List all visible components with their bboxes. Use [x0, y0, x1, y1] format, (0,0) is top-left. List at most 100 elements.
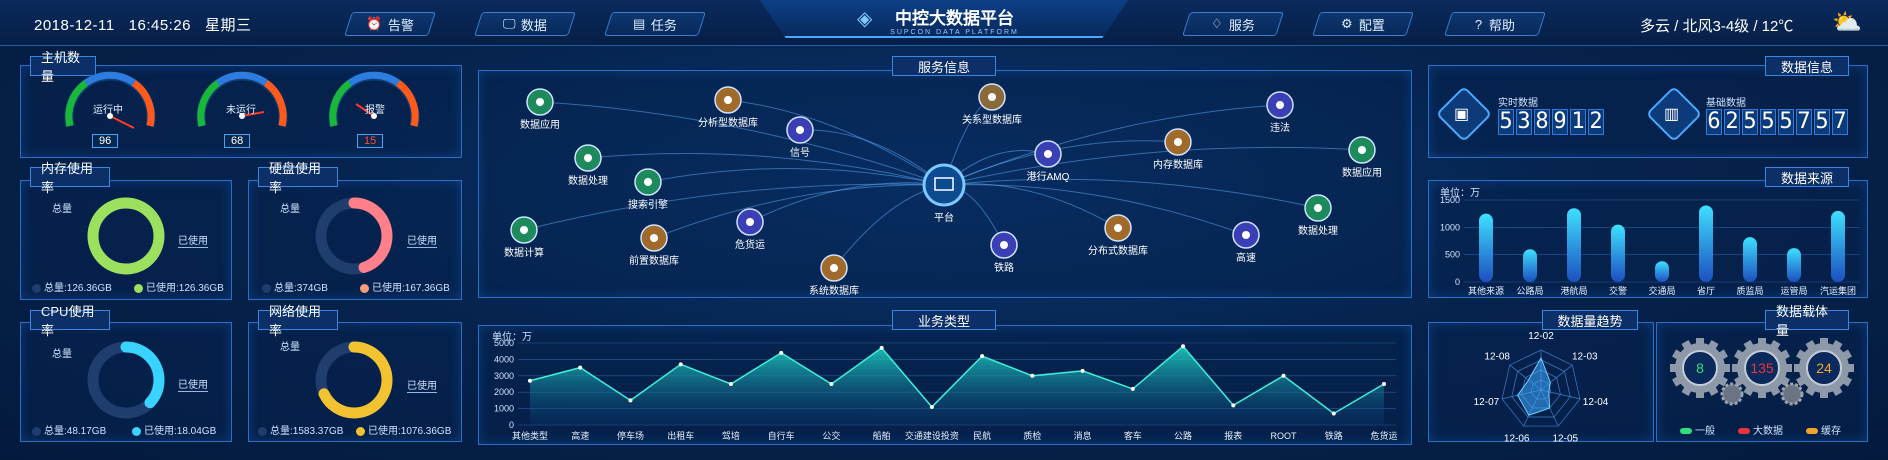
source-title: 数据来源	[1765, 167, 1849, 187]
x-label-12: 客车	[1124, 430, 1142, 441]
help-button[interactable]: ?帮助	[1444, 12, 1546, 36]
bar-y-tick-2: 500	[1445, 250, 1460, 260]
data-button[interactable]: 🖵数据	[474, 12, 576, 36]
service-button[interactable]: ♢服务	[1182, 12, 1284, 36]
small-gear-1	[1780, 382, 1804, 406]
area-point-14	[1231, 403, 1236, 408]
radar-ring-0	[1501, 349, 1581, 427]
service-network: 平台数据应用分析型数据库信号关系型数据库违法数据处理搜索引擎港行AMQ内存数据库…	[504, 83, 1382, 297]
title-text: 中控大数据平台	[895, 9, 1014, 28]
usage-donuts	[87, 197, 393, 419]
data-info-title: 数据信息	[1765, 56, 1849, 76]
gauge-alarm	[328, 71, 420, 127]
y-tick-0: 5000	[494, 338, 514, 348]
cpu-donut-arc	[87, 341, 165, 419]
service-node-icon-17	[1242, 231, 1250, 239]
area-point-7	[879, 345, 884, 350]
service-node-label-10: 数据计算	[504, 246, 544, 259]
disk-total: 总量:374GB	[262, 279, 328, 294]
service-node-label-8: 内存数据库	[1153, 158, 1203, 171]
radar-label-2: 12-04	[1583, 397, 1609, 408]
bar-label-4: 交通局	[1648, 285, 1675, 296]
source-bar-chart: 150010005000其他来源公路局港航局交警交通局省厅质监局运管局汽运集团	[1440, 195, 1860, 296]
cpu-used-label: 已使用	[178, 376, 208, 392]
x-label-8: 交通建设投资	[905, 430, 959, 441]
area-point-10	[1030, 373, 1035, 378]
service-node-icon-3	[988, 93, 996, 101]
disk-used-label: 已使用	[407, 232, 437, 248]
memory-donut-arc	[87, 197, 165, 275]
realtime-digit-4: 1	[1570, 109, 1586, 135]
bar-label-3: 交警	[1609, 285, 1627, 296]
area-point-5	[779, 350, 784, 355]
bar-5	[1699, 205, 1713, 282]
clipboard-icon: ▤	[632, 16, 646, 31]
area-line	[529, 345, 1385, 415]
service-node-icon-12	[746, 218, 754, 226]
x-label-17: 危货运	[1370, 430, 1397, 441]
service-node-icon-14	[830, 264, 838, 272]
realtime-digit-3: 9	[1552, 109, 1568, 135]
service-node-label-12: 危货运	[735, 238, 765, 251]
service-node-icon-1	[724, 96, 732, 104]
base-digit-2: 5	[1742, 109, 1758, 135]
link-1	[727, 99, 945, 186]
service-node-label-17: 高速	[1236, 251, 1256, 264]
service-node-icon-10	[520, 226, 528, 234]
config-button[interactable]: ⚙配置	[1312, 12, 1414, 36]
x-label-9: 民航	[973, 430, 991, 441]
gear-icon: ⚙	[1341, 16, 1353, 31]
memory-used: 已使用:126.36GB	[134, 279, 224, 294]
y-tick-5: 0	[509, 420, 514, 430]
gauge-stopped-label: 未运行	[226, 105, 256, 116]
realtime-label: 实时数据	[1498, 98, 1538, 109]
memory-total: 总量:126.36GB	[32, 279, 112, 294]
x-label-6: 公交	[822, 430, 840, 441]
bar-8	[1831, 210, 1845, 282]
radar-area	[1517, 356, 1551, 416]
bar-2	[1567, 208, 1581, 282]
radar-label-4: 12-06	[1504, 434, 1530, 442]
gauge-running	[64, 71, 156, 129]
datetime: 2018-12-11 16:45:26 星期三	[34, 14, 252, 35]
link-6	[647, 168, 945, 186]
area-point-13	[1181, 344, 1186, 349]
realtime-digit-2: 8	[1534, 109, 1550, 135]
bar-4	[1655, 261, 1669, 282]
cpu-total: 总量:48.17GB	[32, 422, 106, 437]
radar-label-1: 12-03	[1572, 351, 1598, 362]
link-2	[799, 129, 945, 186]
area-point-12	[1130, 386, 1135, 391]
realtime-digit-0: 5	[1498, 109, 1514, 135]
platform-title: ◈ 中控大数据平台 SUPCON DATA PLATFORM	[857, 4, 1032, 36]
bar-label-5: 省厅	[1697, 285, 1715, 296]
network-used: 已使用:1076.36GB	[356, 422, 451, 437]
area-fill	[530, 346, 1384, 425]
area-point-16	[1331, 411, 1336, 416]
x-label-3: 出租车	[667, 430, 694, 441]
link-10	[523, 183, 945, 231]
radar-ring-1	[1511, 359, 1571, 418]
link-11	[653, 184, 945, 239]
gear-tooth-0-0	[1696, 338, 1704, 346]
business-title: 业务类型	[892, 310, 996, 330]
gear-tooth-1-0	[1758, 338, 1766, 346]
service-node-label-6: 搜索引擎	[628, 198, 668, 211]
source-unit: 单位：万	[1440, 188, 1480, 199]
network-total-label: 总量	[280, 342, 300, 353]
gear-tooth-2-6	[1820, 390, 1828, 398]
x-label-2: 停车场	[617, 430, 644, 441]
cpu-used: 已使用:18.04GB	[132, 422, 216, 437]
y-tick-2: 3000	[494, 371, 514, 381]
service-node-icon-8	[1174, 138, 1182, 146]
base-digit-6: 5	[1814, 109, 1830, 135]
gear-tooth-0-6	[1696, 390, 1704, 398]
service-title: 服务信息	[892, 56, 996, 76]
bar-6	[1743, 237, 1757, 282]
base-digit-0: 6	[1706, 109, 1722, 135]
base-digit-3: 5	[1760, 109, 1776, 135]
bar-0	[1479, 213, 1493, 282]
task-button[interactable]: ▤任务	[604, 12, 706, 36]
base-digit-5: 7	[1796, 109, 1812, 135]
